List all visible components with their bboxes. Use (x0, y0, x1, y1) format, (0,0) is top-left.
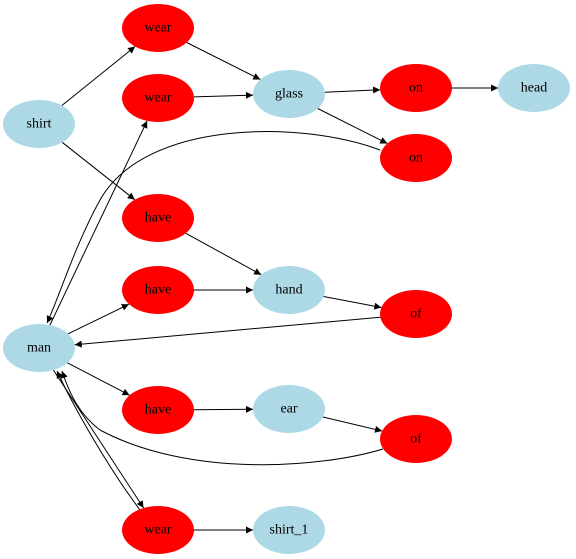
node-on1: on (380, 64, 452, 112)
node-label: of (410, 307, 422, 322)
relation-node-shape (122, 74, 194, 122)
node-label: wear (144, 91, 172, 106)
edge-of2-to-man (60, 370, 384, 466)
relation-node-shape (122, 506, 194, 554)
edge-glass-to-on1 (324, 86, 381, 94)
edge-on2-to-man (46, 131, 381, 324)
node-label: on (409, 151, 423, 166)
node-label: head (521, 81, 547, 96)
node-label: shirt (27, 117, 52, 132)
node-of2: of (380, 415, 452, 463)
relation-node-shape (122, 386, 194, 434)
node-wear3: wear (122, 506, 194, 554)
node-ear: ear (253, 385, 325, 433)
node-have1: have (122, 194, 194, 242)
edge-shirt-to-wear1 (61, 46, 136, 106)
relation-node-shape (122, 266, 194, 314)
entity-node-shape (498, 64, 570, 112)
node-head: head (498, 64, 570, 112)
edge-wear3-to-man (56, 370, 141, 511)
relation-node-shape (122, 194, 194, 242)
node-hand: hand (253, 266, 325, 314)
node-wear2: wear (122, 74, 194, 122)
node-shirt: shirt (3, 100, 75, 148)
edge-shirt-to-have1 (61, 141, 136, 201)
edges-layer (46, 42, 498, 534)
edge-wear1-to-glass (186, 42, 261, 80)
node-label: have (145, 403, 171, 418)
relation-node-shape (122, 4, 194, 52)
node-label: wear (144, 21, 172, 36)
node-shirt_1: shirt_1 (253, 506, 325, 554)
node-label: on (409, 81, 423, 96)
nodes-layer: shirt wear wear glass on head on have have hand of… (3, 4, 570, 554)
relation-node-shape (380, 134, 452, 182)
edge-man-to-wear2 (49, 120, 148, 326)
edge-ear-to-of2 (322, 416, 383, 433)
node-label: ear (280, 402, 297, 417)
entity-node-shape (253, 506, 325, 554)
node-label: have (145, 283, 171, 298)
node-of1: of (380, 290, 452, 338)
edge-hand-to-of1 (323, 296, 382, 310)
entity-node-shape (253, 385, 325, 433)
edge-have1-to-hand (185, 232, 262, 276)
node-glass: glass (253, 70, 325, 118)
node-have3: have (122, 386, 194, 434)
relation-node-shape (380, 64, 452, 112)
node-wear1: wear (122, 4, 194, 52)
entity-node-shape (253, 70, 325, 118)
edge-man-to-have2 (67, 303, 130, 335)
relation-node-shape (380, 290, 452, 338)
node-have2: have (122, 266, 194, 314)
edge-glass-to-on2 (317, 108, 388, 144)
node-man: man (3, 324, 75, 372)
edge-wear2-to-glass (193, 91, 254, 99)
node-label: glass (275, 87, 303, 102)
relation-node-shape (380, 415, 452, 463)
node-label: hand (275, 283, 302, 298)
node-on2: on (380, 134, 452, 182)
node-label: of (410, 432, 422, 447)
node-label: wear (144, 523, 172, 538)
node-label: have (145, 211, 171, 226)
entity-node-shape (3, 324, 75, 372)
entity-node-shape (253, 266, 325, 314)
node-label: shirt_1 (270, 523, 309, 538)
entity-node-shape (3, 100, 75, 148)
edge-of1-to-man (74, 316, 381, 348)
node-label: man (27, 341, 51, 356)
edge-man-to-wear3 (52, 369, 145, 509)
edge-man-to-have3 (67, 362, 130, 396)
